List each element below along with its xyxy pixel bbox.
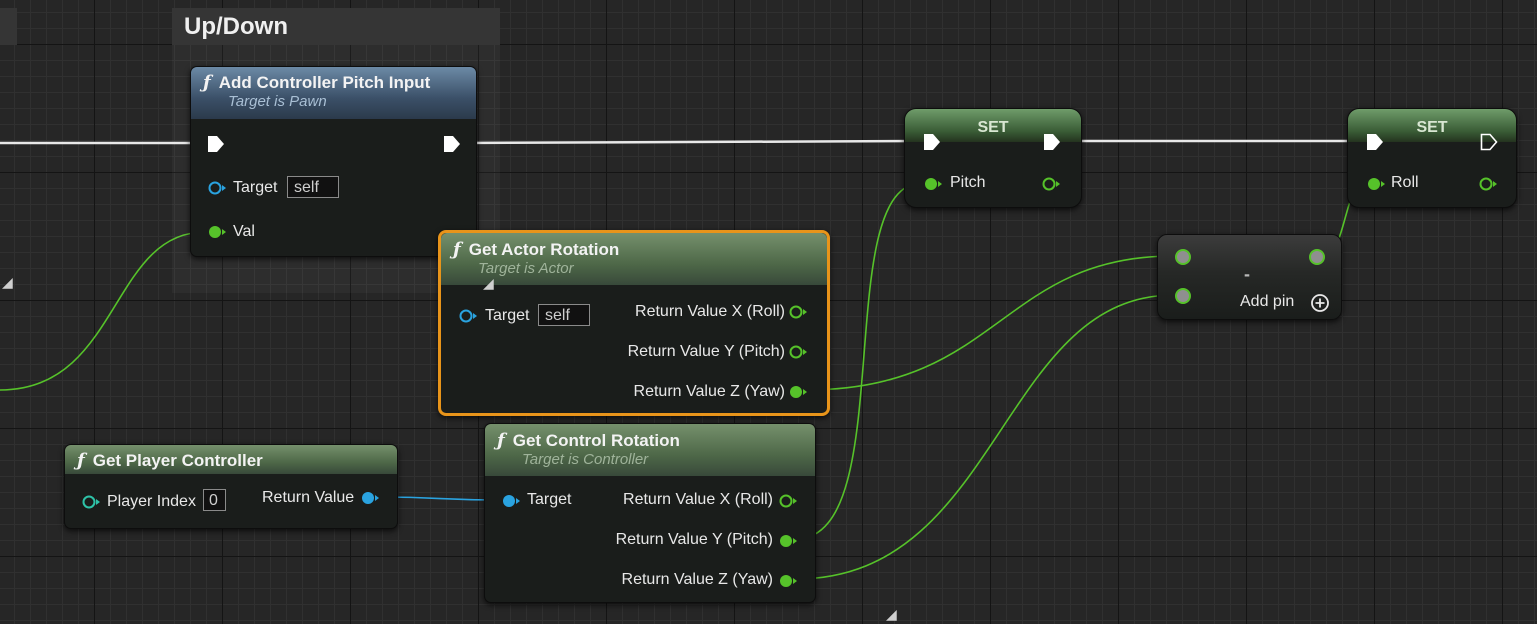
node-subtitle: Target is Pawn (228, 93, 327, 110)
return-y-label: Return Value Y (Pitch) (627, 343, 785, 360)
function-icon: ƒ (77, 450, 85, 471)
wire-control-yaw-to-subtract (795, 294, 1175, 580)
return-value-label: Return Value (262, 489, 355, 506)
return-z-pin-icon[interactable] (778, 573, 798, 589)
node-set-roll[interactable]: SET Roll (1347, 108, 1517, 208)
node-title: SET (977, 119, 1009, 136)
node-title: Get Actor Rotation (468, 240, 620, 259)
val-label: Val (233, 223, 255, 240)
comment-title[interactable]: Up/Down (172, 8, 500, 45)
exec-wire-pitch-to-set (457, 139, 923, 145)
target-pin-icon[interactable] (501, 493, 521, 509)
exec-out-pin-icon[interactable] (1043, 133, 1061, 151)
node-title: SET (1416, 119, 1448, 136)
node-add-controller-pitch-input[interactable]: ƒ Add Controller Pitch Input Target is Pa… (190, 66, 477, 257)
node-title: Add Controller Pitch Input (218, 73, 431, 92)
target-label: Target (527, 491, 572, 508)
pitch-label: Pitch (950, 174, 986, 191)
player-index-pin-icon[interactable] (81, 494, 101, 510)
player-index-field[interactable]: 0 (203, 489, 226, 511)
node-header[interactable]: ƒ Get Control Rotation Target is Controll… (485, 424, 815, 476)
return-x-label: Return Value X (Roll) (623, 491, 773, 508)
exec-out-pin-icon[interactable] (1480, 133, 1498, 151)
return-x-label: Return Value X (Roll) (635, 303, 785, 320)
add-pin-plus-icon[interactable] (1310, 293, 1330, 313)
pitch-in-pin-icon[interactable] (923, 176, 943, 192)
subtract-input-a-pin-icon[interactable] (1174, 248, 1192, 266)
node-subtitle: Target is Controller (522, 451, 649, 468)
node-set-pitch[interactable]: SET Pitch (904, 108, 1082, 208)
adjacent-comment-header (0, 8, 17, 45)
subtract-symbol: - (1244, 264, 1250, 284)
return-z-label: Return Value Z (Yaw) (621, 571, 773, 588)
node-subtitle: Target is Actor (478, 260, 574, 277)
return-y-pin-icon[interactable] (778, 533, 798, 549)
roll-out-pin-icon[interactable] (1478, 176, 1498, 192)
target-self-field[interactable]: self (287, 176, 339, 198)
node-title: Get Control Rotation (512, 431, 680, 450)
target-pin-icon[interactable] (458, 308, 478, 324)
comment-box-up-down[interactable]: Up/Down (172, 8, 500, 293)
subtract-input-b-pin-icon[interactable] (1174, 287, 1192, 305)
exec-out-pin-icon[interactable] (443, 135, 461, 153)
function-icon: ƒ (497, 430, 505, 451)
exec-in-pin-icon[interactable] (207, 135, 225, 153)
exec-in-pin-icon[interactable] (1366, 133, 1384, 151)
target-self-field[interactable]: self (538, 304, 590, 326)
target-label: Target (233, 179, 278, 196)
node-get-control-rotation[interactable]: ƒ Get Control Rotation Target is Controll… (484, 423, 816, 603)
node-get-player-controller[interactable]: ƒ Get Player Controller Player Index 0 Re… (64, 444, 398, 529)
wire-axis-to-val (0, 231, 206, 391)
return-z-label: Return Value Z (Yaw) (633, 383, 785, 400)
function-icon: ƒ (453, 239, 461, 260)
player-index-label: Player Index (107, 493, 196, 510)
node-header[interactable]: ƒ Get Actor Rotation Target is Actor (441, 233, 827, 285)
node-title: Get Player Controller (92, 451, 263, 470)
node-subtract[interactable]: - Add pin (1157, 234, 1342, 320)
wire-actor-yaw-to-subtract (805, 255, 1175, 391)
add-pin-label[interactable]: Add pin (1240, 293, 1295, 310)
resize-handle-icon[interactable]: ◢ (886, 606, 897, 622)
return-x-pin-icon[interactable] (788, 304, 808, 320)
target-label: Target (485, 307, 530, 324)
exec-in-pin-icon[interactable] (923, 133, 941, 151)
wire-control-pitch-to-set (795, 182, 923, 540)
return-value-pin-icon[interactable] (360, 490, 380, 506)
node-header[interactable]: ƒ Add Controller Pitch Input Target is Pa… (191, 67, 476, 119)
node-get-actor-rotation[interactable]: ƒ Get Actor Rotation Target is Actor ◢ Ta… (438, 230, 830, 416)
function-icon: ƒ (203, 72, 211, 93)
roll-label: Roll (1391, 174, 1419, 191)
target-pin-icon[interactable] (207, 180, 227, 196)
node-header[interactable]: ƒ Get Player Controller (65, 445, 397, 474)
return-y-pin-icon[interactable] (788, 344, 808, 360)
resize-handle-icon[interactable]: ◢ (483, 275, 494, 291)
return-z-pin-icon[interactable] (788, 384, 808, 400)
roll-in-pin-icon[interactable] (1366, 176, 1386, 192)
resize-handle-icon[interactable]: ◢ (2, 274, 13, 290)
return-x-pin-icon[interactable] (778, 493, 798, 509)
subtract-output-pin-icon[interactable] (1308, 248, 1326, 266)
return-y-label: Return Value Y (Pitch) (615, 531, 773, 548)
pitch-out-pin-icon[interactable] (1041, 176, 1061, 192)
val-pin-icon[interactable] (207, 224, 227, 240)
